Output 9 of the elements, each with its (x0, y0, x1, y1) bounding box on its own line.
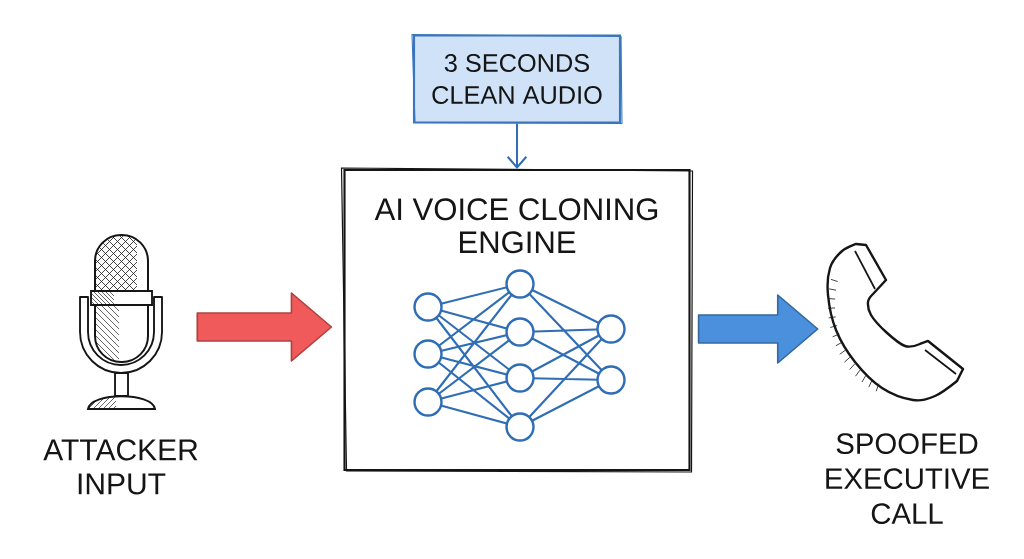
arrow (506, 122, 528, 169)
node-label: SPOOFED EXECUTIVE CALL (826, 433, 989, 525)
phone-icon (826, 242, 965, 402)
microphone-icon (79, 234, 163, 410)
block-arrow (697, 294, 819, 364)
node-label: ATTACKER INPUT (43, 439, 198, 495)
block-arrow (196, 292, 333, 362)
engine-box: AI VOICE CLONING ENGINE (340, 167, 694, 473)
text-box: 3 SECONDS CLEAN AUDIO (411, 33, 623, 125)
